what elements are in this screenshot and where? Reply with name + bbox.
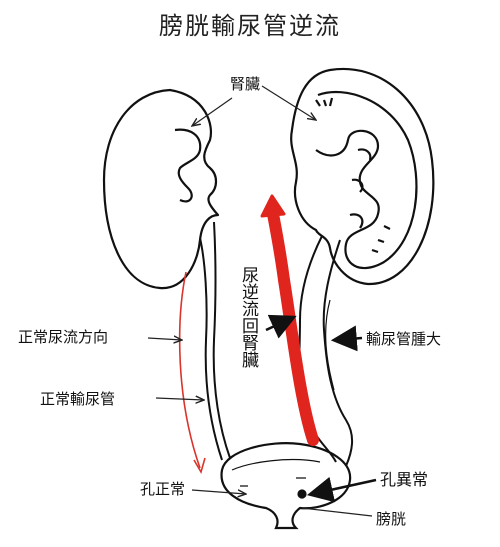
diagram-title: 膀胱輸尿管逆流 [159,12,341,40]
reflux-label: 尿逆流回腎臟 [238,266,258,368]
normal-flow-line [178,271,201,469]
normal-ureter [199,221,231,461]
bladder-pointer [301,507,373,517]
kidney-pointer-right [261,85,316,120]
dilated-ureter-label: 輸尿管腫大 [366,330,442,348]
dilated-ureter-pointer [330,325,363,352]
normal-ureter-pointer [155,398,204,400]
left-kidney [102,88,220,290]
reflux-pointer [265,314,297,339]
reflux-arrow [267,208,319,446]
normal-flow-pointer [147,338,182,340]
abnormal-orifice-label: 孔異常 [380,470,429,489]
normal-ureter-label: 正常輸尿管 [40,390,116,408]
kidney-pointer-left [192,97,233,126]
right-kidney [290,67,435,286]
kidney-label: 腎臟 [230,75,261,93]
normal-flow-label: 正常尿流方向 [18,328,109,346]
normal-orifice-pointer [191,490,246,494]
abnormal-orifice-pointer [306,476,377,503]
normal-orifice-label: 孔正常 [140,480,186,498]
bladder [220,442,352,530]
bladder-label: 膀胱 [376,510,407,528]
